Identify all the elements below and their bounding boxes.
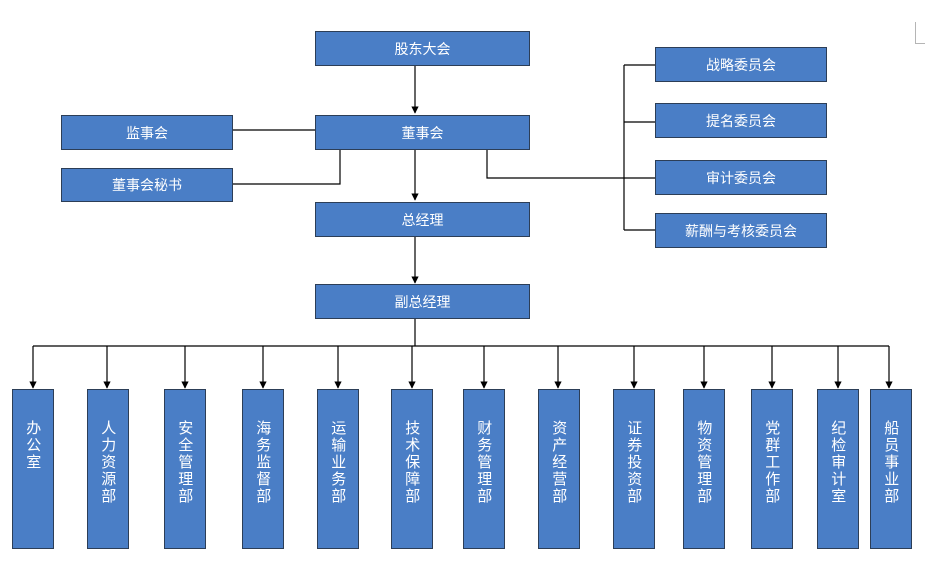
dept-label: 船员事业部 xyxy=(882,420,901,505)
dept-discipline[interactable]: 纪检审计室 xyxy=(817,389,859,549)
dept-label: 安全管理部 xyxy=(176,420,195,505)
dept-label: 资产经营部 xyxy=(550,420,569,505)
dept-label: 财务管理部 xyxy=(475,420,494,505)
dept-safety[interactable]: 安全管理部 xyxy=(164,389,206,549)
dept-office[interactable]: 办公室 xyxy=(12,389,54,549)
dept-label: 人力资源部 xyxy=(99,420,118,505)
dept-hr[interactable]: 人力资源部 xyxy=(87,389,129,549)
dept-party[interactable]: 党群工作部 xyxy=(751,389,793,549)
dept-asset[interactable]: 资产经营部 xyxy=(538,389,580,549)
box-shareholders[interactable]: 股东大会 xyxy=(315,31,530,66)
page-corner-mark xyxy=(915,22,925,44)
dept-maritime[interactable]: 海务监督部 xyxy=(242,389,284,549)
box-general-manager[interactable]: 总经理 xyxy=(315,202,530,237)
dept-crew[interactable]: 船员事业部 xyxy=(870,389,912,549)
box-supervisors[interactable]: 监事会 xyxy=(61,115,233,150)
committee-compensation[interactable]: 薪酬与考核委员会 xyxy=(655,213,827,248)
dept-label: 海务监督部 xyxy=(254,420,273,505)
box-deputy-general-manager[interactable]: 副总经理 xyxy=(315,284,530,319)
dept-label: 技术保障部 xyxy=(403,420,422,505)
dept-label: 纪检审计室 xyxy=(829,420,848,505)
dept-label: 党群工作部 xyxy=(763,420,782,505)
box-board-secretary[interactable]: 董事会秘书 xyxy=(61,168,233,202)
dept-label: 物资管理部 xyxy=(695,420,714,505)
dept-securities[interactable]: 证券投资部 xyxy=(613,389,655,549)
box-board[interactable]: 董事会 xyxy=(315,115,530,150)
committee-nomination[interactable]: 提名委员会 xyxy=(655,103,827,138)
dept-label: 办公室 xyxy=(24,420,43,471)
dept-tech[interactable]: 技术保障部 xyxy=(391,389,433,549)
dept-finance[interactable]: 财务管理部 xyxy=(463,389,505,549)
dept-label: 运输业务部 xyxy=(329,420,348,505)
committee-strategy[interactable]: 战略委员会 xyxy=(655,47,827,82)
dept-transport[interactable]: 运输业务部 xyxy=(317,389,359,549)
dept-label: 证券投资部 xyxy=(625,420,644,505)
committee-audit[interactable]: 审计委员会 xyxy=(655,160,827,195)
dept-materials[interactable]: 物资管理部 xyxy=(683,389,725,549)
